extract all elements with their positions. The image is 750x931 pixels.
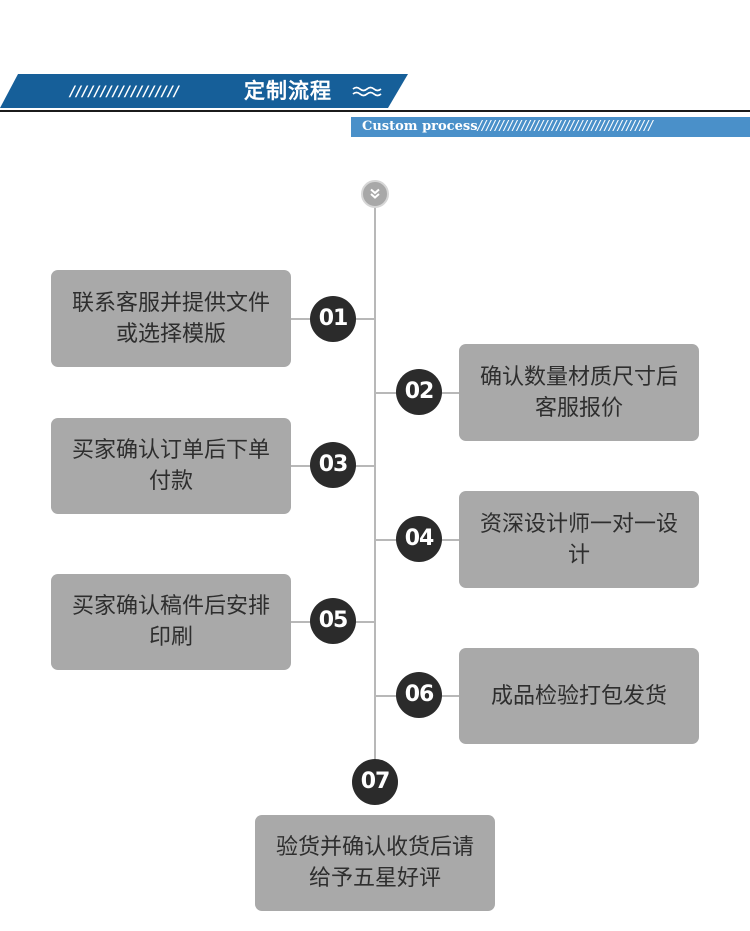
step-box-06: 成品检验打包发货 xyxy=(459,648,699,744)
step-number-05: 05 xyxy=(310,598,356,644)
step-text-05: 买家确认稿件后安排印刷 xyxy=(71,594,270,650)
step-number-04: 04 xyxy=(396,516,442,562)
step-number-03: 03 xyxy=(310,442,356,488)
step-number-01: 01 xyxy=(310,296,356,342)
step-box-03: 买家确认订单后下单付款 xyxy=(51,418,291,514)
step-text-01: 联系客服并提供文件或选择模版 xyxy=(71,290,270,347)
timeline-line xyxy=(374,206,376,766)
double-chevron-down-icon xyxy=(361,180,389,208)
sub-banner xyxy=(351,117,750,137)
step-number-02: 02 xyxy=(396,369,442,415)
step-box-07: 验货并确认收货后请给予五星好评 xyxy=(255,815,495,911)
step-box-04: 资深设计师一对一设计 xyxy=(459,491,699,588)
header-slashes: ////////////////// xyxy=(70,84,181,100)
header-banner xyxy=(0,74,408,108)
step-number-06: 06 xyxy=(396,672,442,718)
page-title: 定制流程 xyxy=(244,78,332,103)
step-text-03: 买家确认订单后下单付款 xyxy=(71,438,270,494)
step-text-06: 成品检验打包发货 xyxy=(490,683,667,709)
step-box-01: 联系客服并提供文件或选择模版 xyxy=(51,270,291,367)
subtitle-slashes: //////////////////////////////////////// xyxy=(477,119,653,134)
sub-banner-text: Custom process//////////////////////////… xyxy=(362,117,747,137)
step-text-07: 验货并确认收货后请给予五星好评 xyxy=(275,835,474,891)
wave-icon xyxy=(352,86,382,97)
step-box-02: 确认数量材质尺寸后客服报价 xyxy=(459,344,699,441)
step-box-05: 买家确认稿件后安排印刷 xyxy=(51,574,291,670)
step-text-04: 资深设计师一对一设计 xyxy=(479,511,678,568)
header-divider xyxy=(0,110,750,112)
step-text-02: 确认数量材质尺寸后客服报价 xyxy=(479,364,678,421)
step-number-07: 07 xyxy=(352,759,398,805)
subtitle: Custom process xyxy=(362,119,478,134)
